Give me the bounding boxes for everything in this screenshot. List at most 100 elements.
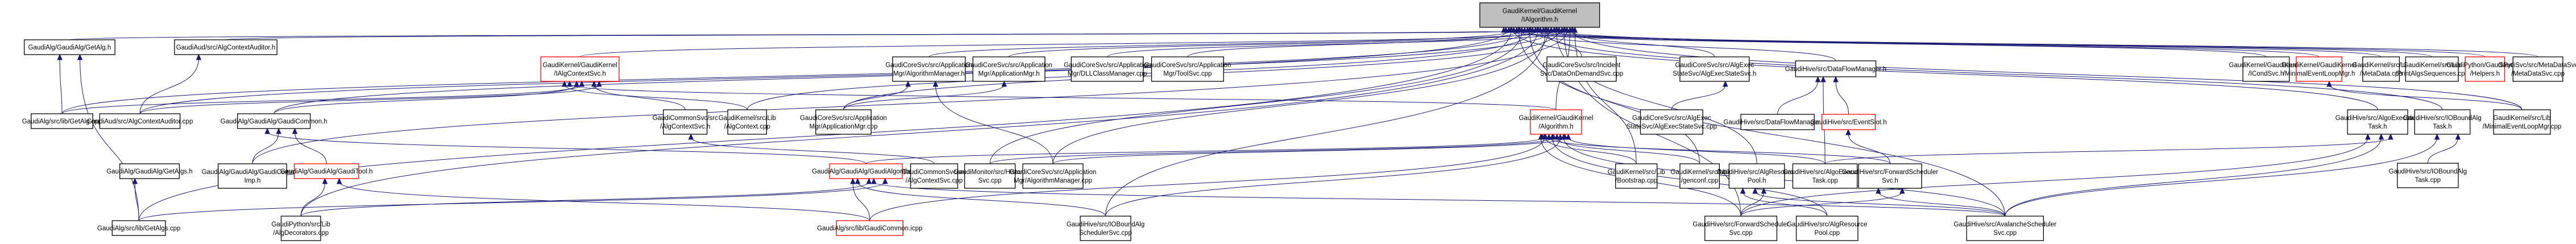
graph-node-algdecorators-cpp[interactable]: GaudiPython/src/Lib/AlgDecorators.cpp: [271, 216, 330, 241]
graph-node-metadata-cpp[interactable]: GaudiKernel/src/Lib/MetaData.cpp: [2353, 56, 2410, 82]
node-box[interactable]: [1795, 60, 1877, 77]
graph-node-gauditool-h[interactable]: GaudiAlg/GaudiAlg/GaudiTool.h: [280, 163, 372, 179]
node-box[interactable]: [727, 109, 767, 135]
node-box[interactable]: [294, 163, 359, 179]
node-box[interactable]: [1821, 114, 1876, 130]
graph-node-dllclassmgr-cpp[interactable]: GaudiCoreSvc/src/ApplicationMgr/DLLClass…: [1064, 56, 1151, 82]
graph-node-getalg-h[interactable]: GaudiAlg/GaudiAlg/GetAlg.h: [23, 39, 115, 55]
graph-node-root[interactable]: GaudiKernel/GaudiKernel/IAlgorithm.h: [1479, 2, 1600, 28]
graph-node-appmgr-cpp[interactable]: GaudiCoreSvc/src/ApplicationMgr/Applicat…: [800, 109, 887, 135]
node-box[interactable]: [2414, 109, 2471, 135]
node-box[interactable]: [2397, 163, 2459, 188]
node-box[interactable]: [1728, 163, 1785, 189]
graph-node-dataondemand-cpp[interactable]: GaudiCoreSvc/src/IncidentSvc/DataOnDeman…: [1540, 56, 1623, 82]
node-box[interactable]: [111, 220, 166, 236]
node-box[interactable]: [1071, 56, 1144, 82]
node-box[interactable]: [1740, 114, 1815, 130]
node-box[interactable]: [31, 113, 93, 129]
node-box[interactable]: [1151, 56, 1224, 82]
graph-node-eventslot-h[interactable]: GaudiHive/src/EventSlot.h: [1810, 114, 1887, 130]
graph-node-bootstrap-cpp[interactable]: GaudiKernel/src/Lib/Bootstrap.cpp: [1608, 163, 1665, 189]
graph-node-gaudicommon-h[interactable]: GaudiAlg/GaudiAlg/GaudiCommon.h: [221, 113, 327, 129]
node-box[interactable]: [1858, 163, 1922, 189]
graph-node-algexecstatesvc-cpp[interactable]: GaudiCoreSvc/src/AlgExecStateSvc/AlgExec…: [1627, 109, 1717, 135]
graph-node-algmgr-cpp[interactable]: GaudiCoreSvc/src/ApplicationMgr/Algorith…: [1010, 163, 1097, 189]
node-box[interactable]: [1546, 56, 1617, 82]
node-box[interactable]: [1966, 216, 2044, 241]
graph-node-ialgctxsvc-h[interactable]: GaudiKernel/GaudiKernel/IAlgContextSvc.h: [540, 56, 620, 82]
node-box[interactable]: [2493, 109, 2551, 135]
node-box[interactable]: [218, 163, 287, 189]
node-box[interactable]: [1679, 56, 1750, 82]
graph-node-algcontext-cpp[interactable]: GaudiKernel/src/Lib/AlgContext.cpp: [719, 109, 776, 135]
node-box[interactable]: [910, 163, 959, 189]
node-box[interactable]: [119, 163, 180, 179]
node-box[interactable]: [540, 56, 620, 82]
graph-node-pyhelpers-h[interactable]: GaudiPython/GaudiPython/Helpers.h: [2446, 56, 2524, 82]
graph-node-minimalevtloop-h[interactable]: GaudiKernel/GaudiKernel/MinimalEventLoop…: [2282, 56, 2357, 82]
node-box[interactable]: [280, 216, 321, 241]
graph-node-algexecstatesvc-h[interactable]: GaudiCoreSvc/src/AlgExecStateSvc/AlgExec…: [1673, 56, 1756, 82]
node-box[interactable]: [815, 109, 872, 135]
graph-node-algctxsvc-h[interactable]: GaudiCommonSvc/src/AlgContextSvc.h: [653, 109, 718, 135]
graph-node-getalgs-cpp[interactable]: GaudiAlg/src/lib/GetAlgs.cpp: [97, 220, 180, 236]
graph-node-dataflowmgr-cpp[interactable]: GaudiHive/src/DataFlowManager.cpp: [1723, 114, 1832, 130]
node-box[interactable]: [1704, 216, 1778, 241]
node-box[interactable]: [1792, 163, 1858, 189]
graph-node-algctxaud-cpp[interactable]: GaudiAud/src/AlgContextAuditor.cpp: [87, 113, 193, 129]
node-box[interactable]: [1640, 109, 1703, 135]
graph-node-algmgr-h[interactable]: GaudiCoreSvc/src/ApplicationMgr/Algorith…: [886, 56, 973, 82]
node-box[interactable]: [1530, 109, 1582, 135]
node-box[interactable]: [829, 163, 903, 179]
node-box[interactable]: [1080, 216, 1131, 241]
node-box[interactable]: [2347, 109, 2408, 135]
graph-node-icondsvc-h[interactable]: GaudiKernel/GaudiKernel/ICondSvc.h: [2229, 56, 2303, 82]
node-box[interactable]: [1615, 163, 1658, 189]
node-box[interactable]: [663, 109, 708, 135]
graph-node-algctxsvc-cpp[interactable]: GaudiCommonSvc/src/AlgContextSvc.cpp: [902, 163, 967, 189]
node-box[interactable]: [2465, 56, 2506, 82]
node-box[interactable]: [1795, 216, 1859, 241]
node-box[interactable]: [174, 39, 277, 55]
graph-node-appmgr-h[interactable]: GaudiCoreSvc/src/ApplicationMgr/Applicat…: [965, 56, 1052, 82]
node-box[interactable]: [972, 56, 1046, 82]
node-box[interactable]: [2362, 56, 2400, 82]
graph-node-gaudialgorithm-h[interactable]: GaudiAlg/GaudiAlg/GaudiAlgorithm.h: [812, 163, 920, 179]
node-box[interactable]: [2512, 56, 2563, 82]
node-box[interactable]: [1679, 163, 1720, 189]
node-box[interactable]: [1022, 163, 1084, 189]
graph-node-genconf-cpp[interactable]: GaudiKernel/src/Util/genconf.cpp: [1670, 163, 1729, 189]
node-box[interactable]: [892, 56, 966, 82]
graph-node-printalgsseq-cpp[interactable]: GaudiKernel/src/Lib/PrintAlgsSequences.c…: [2395, 56, 2469, 82]
graph-node-algctxaud-h[interactable]: GaudiAud/src/AlgContextAuditor.h: [174, 39, 277, 55]
node-box[interactable]: [2296, 56, 2342, 82]
node-box[interactable]: [237, 113, 311, 129]
graph-node-metadatasvc-cpp[interactable]: GaudiSvc/src/MetaDataSvc/MetaDataSvc.cpp: [2498, 56, 2576, 82]
node-box[interactable]: [99, 113, 181, 129]
node-box[interactable]: [2405, 56, 2459, 82]
graph-node-getalg-cpp[interactable]: GaudiAlg/src/lib/GetAlg.cpp: [22, 113, 102, 129]
node-box[interactable]: [23, 39, 115, 55]
graph-node-minimalevtloop-cpp[interactable]: GaudiKernel/src/Lib/MinimalEventLoopMgr.…: [2483, 109, 2562, 135]
node-box[interactable]: [2242, 56, 2290, 82]
node-box[interactable]: [1479, 2, 1600, 28]
graph-node-toolsvc-cpp[interactable]: GaudiCoreSvc/src/ApplicationMgr/ToolSvc.…: [1144, 56, 1231, 82]
graph-node-dataflowmgr-h[interactable]: GaudiHive/src/DataFlowManager.h: [1785, 60, 1886, 77]
node-box[interactable]: [964, 163, 1016, 189]
graph-node-gaudicommon-icpp[interactable]: GaudiAlg/src/lib/GaudiCommon.icpp: [817, 220, 923, 236]
node-box[interactable]: [836, 220, 903, 236]
graph-node-algorithm-h[interactable]: GaudiKernel/GaudiKernel/Algorithm.h: [1519, 109, 1593, 135]
graph-node-getalgs-h[interactable]: GaudiAlg/GaudiAlg/GetAlgs.h: [106, 163, 193, 179]
